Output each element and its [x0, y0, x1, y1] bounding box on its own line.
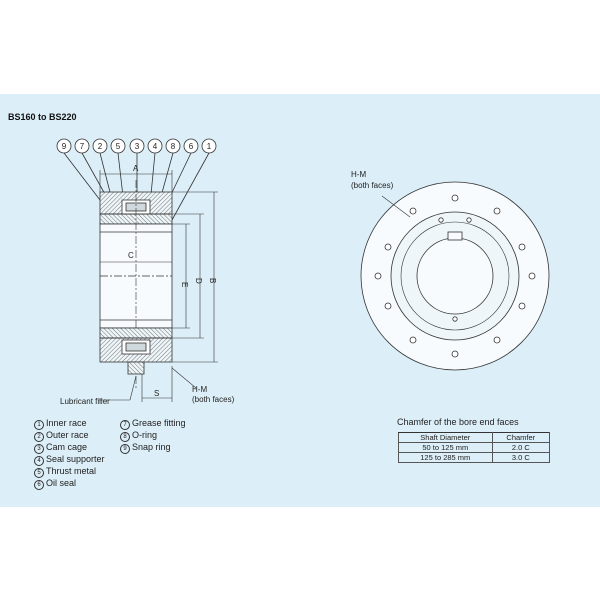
svg-text:5: 5 — [116, 142, 121, 151]
svg-text:6: 6 — [189, 142, 194, 151]
svg-text:2: 2 — [98, 142, 103, 151]
dim-s: S — [154, 389, 159, 398]
svg-text:1: 1 — [207, 142, 212, 151]
drawing-title: BS160 to BS220 — [8, 112, 77, 122]
dim-b: B — [208, 278, 217, 283]
svg-text:3: 3 — [135, 142, 140, 151]
balloon-5: 5 — [110, 138, 126, 154]
balloon-9: 9 — [56, 138, 72, 154]
section-view: 9 7 2 5 3 4 8 6 1 — [56, 138, 235, 406]
table-header: Shaft Diameter — [398, 432, 493, 443]
table-header: Chamfer — [491, 432, 551, 443]
balloon-4: 4 — [147, 138, 163, 154]
svg-text:9: 9 — [62, 142, 67, 151]
dimension-lines — [99, 170, 218, 402]
bore — [99, 180, 173, 390]
balloon-6: 6 — [183, 138, 199, 154]
lubricant-filler-label: Lubricant filler — [60, 397, 110, 406]
dim-c: C — [128, 251, 134, 260]
svg-text:4: 4 — [153, 142, 158, 151]
chamfer-table: Shaft Diameter Chamfer 50 to 125 mm 2.0 … — [398, 432, 551, 463]
balloon-2: 2 — [92, 138, 108, 154]
svg-text:8: 8 — [171, 142, 176, 151]
balloon-3: 3 — [129, 138, 145, 154]
face-view: H-M (both faces) — [351, 170, 550, 371]
hm-face-label-note: (both faces) — [351, 181, 394, 190]
dim-e: E — [180, 282, 189, 287]
table-row: 50 to 125 mm 2.0 C — [398, 442, 551, 453]
hm-section-label-note: (both faces) — [192, 395, 235, 404]
balloon-1: 1 — [201, 138, 217, 154]
svg-text:7: 7 — [80, 142, 85, 151]
hm-section-label: H-M — [192, 385, 207, 394]
balloon-7: 7 — [74, 138, 90, 154]
lower-section — [99, 327, 173, 375]
table-row: 125 to 285 mm 3.0 C — [398, 452, 551, 463]
dim-d: D — [194, 278, 203, 284]
chamfer-table-title: Chamfer of the bore end faces — [397, 417, 519, 427]
dim-a: A — [133, 164, 139, 173]
hm-face-label: H-M — [351, 170, 366, 179]
balloon-8: 8 — [165, 138, 181, 154]
bolt-holes — [374, 194, 536, 358]
part-balloons: 9 7 2 5 3 4 8 6 1 — [56, 138, 217, 221]
